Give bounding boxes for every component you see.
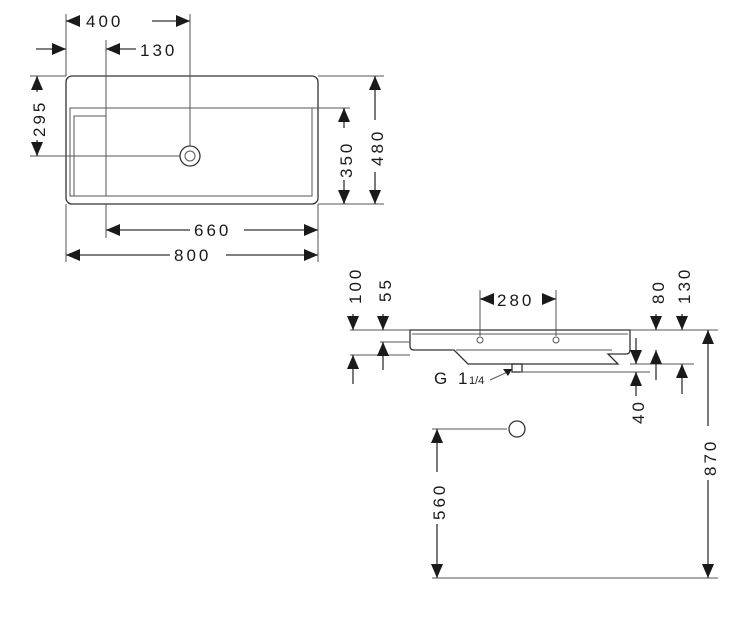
dim-label-560: 560 [430, 483, 449, 520]
dim-label-40: 40 [629, 399, 648, 424]
dim-label-660: 660 [194, 221, 231, 240]
dim-label-800: 800 [174, 246, 211, 265]
dim-label-130-side: 130 [675, 267, 694, 304]
dim-label-480: 480 [368, 129, 387, 166]
dim-label-100: 100 [346, 267, 365, 304]
basin-profile [409, 329, 631, 365]
drain-outer [179, 145, 201, 167]
plan-view: 400 130 295 350 480 660 [30, 12, 387, 265]
drain-inner [184, 150, 196, 162]
dim-label-400: 400 [86, 12, 123, 31]
side-view: 280 100 55 80 130 40 [346, 267, 720, 579]
thread-label: G 1 [434, 369, 470, 388]
basin-outline [65, 75, 319, 205]
inner-bowl [69, 107, 313, 197]
dim-label-350-plan: 350 [337, 141, 356, 178]
thread-label-fraction: 1/4 [469, 375, 484, 387]
dim-label-870: 870 [701, 439, 720, 476]
dim-label-280: 280 [497, 291, 534, 310]
dim-label-55: 55 [376, 277, 395, 302]
tap-hole-right [552, 336, 560, 344]
dim-label-295: 295 [30, 100, 49, 137]
tap-hole-left [476, 336, 484, 344]
dim-label-130-plan: 130 [140, 41, 177, 60]
trap-pipe [508, 420, 526, 438]
dim-label-80: 80 [649, 279, 668, 304]
waste-outlet [511, 363, 523, 373]
